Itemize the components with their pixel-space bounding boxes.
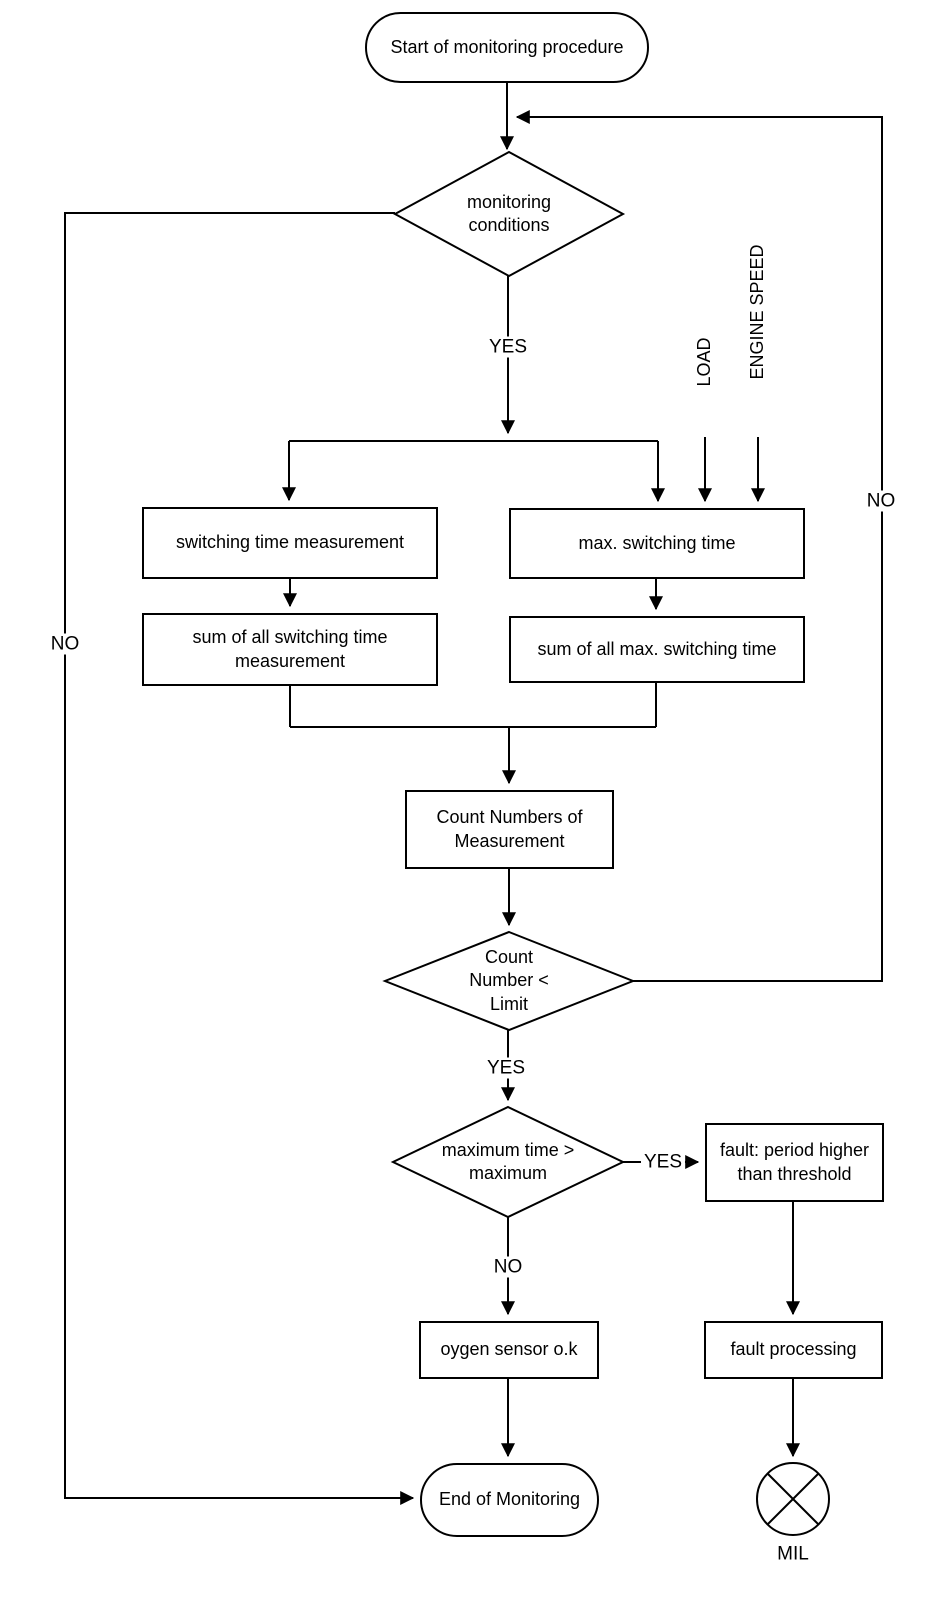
monitoring-no-label: NO (47, 633, 83, 655)
mil-label: MIL (777, 1543, 809, 1565)
end-terminator: End of Monitoring (420, 1463, 599, 1537)
fault-processing-box: fault processing (704, 1321, 883, 1379)
monitoring-yes-label: YES (485, 336, 531, 358)
start-terminator: Start of monitoring procedure (365, 12, 649, 83)
edge-count-no-loop (515, 110, 883, 982)
load-input-label: LOAD (694, 337, 714, 387)
monitoring-conditions-diamond (392, 150, 626, 278)
count-yes-label: YES (483, 1057, 529, 1079)
max-switching-time-box: max. switching time (509, 508, 805, 579)
max-no-label: NO (490, 1256, 526, 1278)
count-limit-label: Count Number < Limit (469, 946, 549, 1014)
sum-max-switching-time-box: sum of all max. switching time (509, 616, 805, 683)
mil-lamp-cross-2 (766, 1472, 820, 1526)
max-yes-label: YES (640, 1151, 686, 1173)
edge-monitoring-no-loop (64, 212, 415, 1505)
sum-switching-time-box: sum of all switching time measurement (142, 613, 438, 686)
count-numbers-box: Count Numbers of Measurement (405, 790, 614, 869)
count-no-label: NO (863, 490, 899, 512)
max-time-label: maximum time > maximum (441, 1139, 575, 1183)
engine-speed-input-label: ENGINE SPEED (747, 244, 767, 380)
monitoring-conditions-label: monitoring conditions (466, 191, 552, 235)
count-limit-diamond (382, 930, 636, 1032)
fault-period-box: fault: period higher than threshold (705, 1123, 884, 1202)
oxygen-sensor-ok-box: oygen sensor o.k (419, 1321, 599, 1379)
max-time-diamond (390, 1105, 626, 1219)
switching-time-measurement-box: switching time measurement (142, 507, 438, 579)
